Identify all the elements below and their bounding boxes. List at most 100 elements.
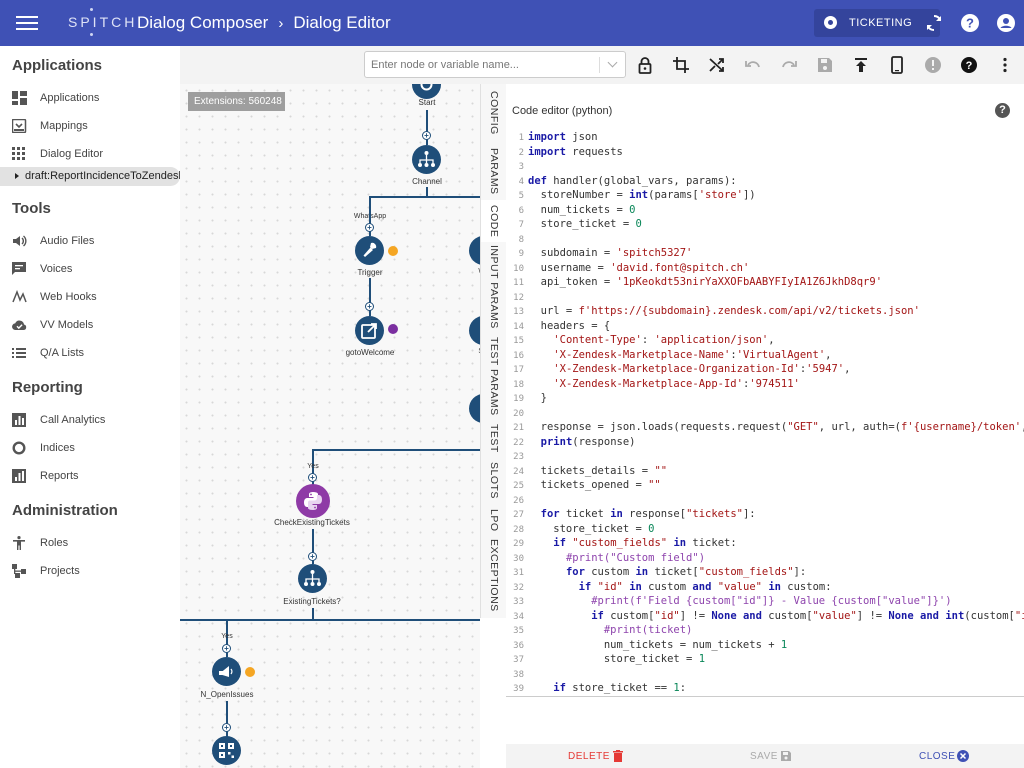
sidebar-item-call-analytics[interactable]: Call Analytics bbox=[12, 410, 177, 430]
connector-line bbox=[369, 196, 480, 198]
tab-slots[interactable]: SLOTS bbox=[481, 456, 507, 504]
sidebar-item-dialog-editor[interactable]: Dialog Editor bbox=[12, 144, 177, 164]
redo-icon[interactable] bbox=[780, 56, 798, 74]
code-editor-textarea[interactable]: 1import json2import requests34def handle… bbox=[506, 130, 1024, 696]
flow-node-existing-tickets[interactable] bbox=[298, 564, 327, 593]
node-search-input[interactable] bbox=[371, 57, 591, 72]
add-node-plus-icon[interactable]: + bbox=[365, 223, 374, 232]
add-node-plus-icon[interactable]: + bbox=[222, 644, 231, 653]
lock-icon[interactable] bbox=[636, 56, 654, 74]
code-text: store_ticket = 0 bbox=[528, 523, 654, 535]
code-text: #print(ticket) bbox=[528, 624, 692, 636]
tab-config[interactable]: CONFIG bbox=[481, 84, 507, 142]
save-button[interactable]: SAVE bbox=[750, 750, 792, 764]
sidebar-item-vv-models[interactable]: VV Models bbox=[12, 315, 177, 335]
close-button[interactable]: CLOSE bbox=[919, 750, 969, 764]
sync-icon[interactable] bbox=[924, 13, 944, 33]
svg-text:?: ? bbox=[966, 60, 973, 72]
tab-input-params[interactable]: INPUT PARAMS bbox=[481, 242, 507, 332]
more-vertical-icon[interactable] bbox=[996, 56, 1014, 74]
tab-lpo[interactable]: LPO bbox=[481, 504, 507, 536]
editor-help-icon[interactable]: ? bbox=[995, 103, 1010, 118]
toolbar-help-icon[interactable]: ? bbox=[960, 56, 978, 74]
node-search-combobox[interactable] bbox=[364, 51, 626, 78]
properties-side-tabs: CONFIG PARAMS CODE INPUT PARAMS TEST PAR… bbox=[480, 84, 506, 618]
flow-node-partial[interactable] bbox=[469, 316, 480, 345]
add-node-plus-icon[interactable]: + bbox=[365, 302, 374, 311]
phone-icon[interactable] bbox=[888, 56, 906, 74]
tab-test[interactable]: TEST bbox=[481, 420, 507, 456]
add-node-plus-icon[interactable]: + bbox=[308, 473, 317, 482]
flow-node-open-issues[interactable] bbox=[212, 657, 241, 686]
sidebar-item-mappings[interactable]: Mappings bbox=[12, 116, 177, 136]
flow-node-partial[interactable] bbox=[469, 394, 480, 423]
hamburger-menu-icon[interactable] bbox=[16, 13, 38, 33]
flow-node-check-existing-tickets[interactable] bbox=[296, 484, 330, 518]
crop-icon[interactable] bbox=[672, 56, 690, 74]
code-text: if "id" in custom and "value" in custom: bbox=[528, 581, 832, 593]
add-node-plus-icon[interactable]: + bbox=[308, 552, 317, 561]
flow-node-channel[interactable] bbox=[412, 145, 441, 174]
chevron-down-icon[interactable] bbox=[608, 58, 618, 68]
flow-node-trigger[interactable] bbox=[355, 236, 384, 265]
sidebar-item-reports[interactable]: Reports bbox=[12, 466, 177, 486]
sidebar-item-voices[interactable]: Voices bbox=[12, 259, 177, 279]
tab-test-params[interactable]: TEST PARAMS bbox=[481, 332, 507, 420]
projects-icon bbox=[12, 564, 27, 578]
line-number: 1 bbox=[506, 131, 524, 146]
code-text: import json bbox=[528, 131, 598, 143]
section-title-reporting: Reporting bbox=[12, 379, 83, 396]
tab-exceptions[interactable]: EXCEPTIONS bbox=[481, 536, 507, 614]
shuffle-icon[interactable] bbox=[708, 56, 726, 74]
add-node-plus-icon[interactable]: + bbox=[422, 131, 431, 140]
tab-code[interactable]: CODE bbox=[481, 200, 507, 242]
line-number: 21 bbox=[506, 421, 524, 436]
sidebar-item-applications[interactable]: Applications bbox=[12, 88, 177, 108]
flow-node-qr[interactable] bbox=[212, 736, 241, 765]
code-line: 22 print(response) bbox=[506, 435, 1024, 450]
ticketing-label: TICKETING bbox=[849, 17, 912, 29]
add-node-plus-icon[interactable]: + bbox=[222, 723, 231, 732]
flow-node-start[interactable] bbox=[412, 84, 441, 99]
sidebar-item-audio-files[interactable]: Audio Files bbox=[12, 231, 177, 251]
breadcrumb-dialog-composer[interactable]: Dialog Composer bbox=[137, 13, 268, 32]
alert-icon[interactable] bbox=[924, 56, 942, 74]
line-number: 25 bbox=[506, 479, 524, 494]
flow-node-partial[interactable] bbox=[469, 236, 480, 265]
code-text: tickets_details = "" bbox=[528, 465, 667, 477]
sidebar-item-roles[interactable]: Roles bbox=[12, 533, 177, 553]
save-icon bbox=[780, 750, 792, 762]
sidebar-item-web-hooks[interactable]: Web Hooks bbox=[12, 287, 177, 307]
tab-params[interactable]: PARAMS bbox=[481, 142, 507, 200]
code-line: 3 bbox=[506, 159, 1024, 174]
voice-icon bbox=[12, 262, 27, 276]
code-text: storeNumber = int(params['store']) bbox=[528, 189, 756, 201]
code-line: 25 tickets_opened = "" bbox=[506, 478, 1024, 493]
save-disk-icon[interactable] bbox=[816, 56, 834, 74]
undo-icon[interactable] bbox=[744, 56, 762, 74]
code-line: 34 if custom["id"] != None and custom["v… bbox=[506, 609, 1024, 624]
sidebar-item-projects[interactable]: Projects bbox=[12, 561, 177, 581]
sidebar-item-indices[interactable]: Indices bbox=[12, 438, 177, 458]
sidebar-item-draft-dialog[interactable]: draft:ReportIncidenceToZendesk bbox=[0, 167, 180, 186]
flow-node-goto-welcome[interactable] bbox=[355, 316, 384, 345]
code-text: for ticket in response["tickets"]: bbox=[528, 508, 756, 520]
sidebar-item-label: Voices bbox=[40, 259, 72, 279]
line-number: 18 bbox=[506, 378, 524, 393]
sidebar-item-qa-lists[interactable]: Q/A Lists bbox=[12, 343, 177, 363]
chevron-right-icon: › bbox=[278, 15, 283, 32]
line-number: 14 bbox=[506, 320, 524, 335]
publish-icon[interactable] bbox=[852, 56, 870, 74]
ticketing-button[interactable]: TICKETING bbox=[814, 9, 940, 37]
tab-label: TEST PARAMS bbox=[488, 337, 500, 416]
line-number: 3 bbox=[506, 160, 524, 175]
speaker-icon bbox=[12, 234, 27, 248]
spitch-logo: SPITCH bbox=[68, 14, 137, 30]
top-app-bar: SPITCH Dialog Composer›Dialog Editor TIC… bbox=[0, 0, 1024, 46]
account-icon[interactable] bbox=[996, 13, 1016, 33]
help-icon[interactable]: ? bbox=[960, 13, 980, 33]
cloud-check-icon bbox=[12, 318, 27, 332]
delete-button[interactable]: DELETE bbox=[568, 750, 624, 764]
bar-chart-icon bbox=[12, 413, 27, 427]
flow-canvas[interactable]: Extensions: 560248 Start + Channel Whats… bbox=[180, 84, 480, 768]
